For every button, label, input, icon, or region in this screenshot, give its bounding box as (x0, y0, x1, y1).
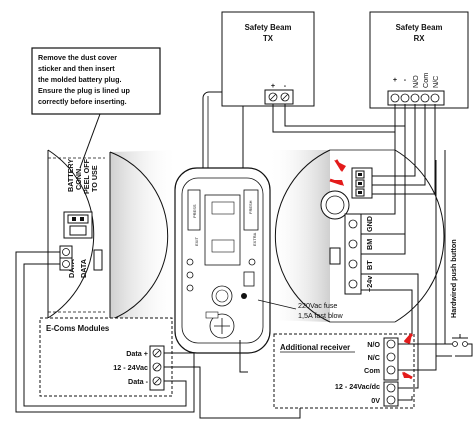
ecoms-title: E-Coms Modules (46, 324, 110, 333)
beam-terminal-block (351, 167, 373, 199)
callout-line-0: Remove the dust cover (38, 53, 117, 62)
rx-terminal-plus: + (393, 75, 397, 84)
push-button: Hardwired push button (435, 150, 473, 357)
rx-terminal-com: Com (421, 73, 430, 88)
rx-terminal-minus: - (404, 75, 407, 84)
tx-terminal-plus: + (271, 81, 275, 90)
tx-sub: TX (263, 34, 274, 43)
receiver-title: Additional receiver (280, 343, 350, 352)
left-board-view: BATTERY CONN. PEEL OFF TO USE DATA DATA (47, 149, 178, 322)
ecoms-terminal-data-plus: Data + (126, 349, 148, 358)
battery-label-3: TO USE (90, 165, 99, 192)
ecoms-modules: E-Coms Modules Data + 12 - 24Vac Data - (39, 317, 173, 397)
pcb-label-exit: EXIT (194, 237, 199, 246)
additional-receiver: Additional receiver N/O N/C Com 12 - 24V… (273, 333, 445, 409)
battery-label-2: PEEL OFF (82, 158, 91, 194)
receiver-terminal-0v: 0V (371, 396, 380, 405)
left-board-outline (47, 149, 95, 319)
receiver-terminal-12-24vacdc: 12 - 24Vac/dc (335, 382, 380, 391)
board-label-24v: +24v (365, 276, 374, 292)
right-magnify-beam (268, 150, 330, 322)
left-magnify-beam (110, 150, 178, 322)
board-label-bt: BT (365, 260, 374, 270)
rx-terminal-no: N/O (411, 75, 420, 88)
fuse-note: 220Vac fuse 1,5A fast blow (257, 299, 344, 320)
pcb-label-extra: EXTRA (252, 232, 257, 246)
capacitor (320, 190, 350, 220)
push-button-label: Hardwired push button (449, 239, 458, 318)
motor-unit: PRESS FRESH EXTRA EXIT (174, 91, 271, 373)
callout-line-3: Ensure the plug is lined up (38, 86, 130, 95)
tx-title: Safety Beam (245, 23, 292, 32)
rx-terminal-nc: N/C (431, 76, 440, 88)
tx-terminal-minus: - (284, 81, 287, 90)
pcb-label-fresh: FRESH (248, 200, 253, 214)
receiver-terminal-com: Com (364, 366, 380, 375)
side-connector (329, 247, 341, 265)
board-label-gnd: GND (365, 216, 374, 232)
install-callout: Remove the dust cover sticker and then i… (31, 47, 161, 169)
red-arrows (329, 159, 414, 380)
safety-beam-rx: Safety Beam RX + - N/O Com N/C (369, 11, 469, 109)
receiver-terminal-nc: N/C (368, 353, 380, 362)
board-label-bm: BM (365, 239, 374, 250)
safety-beam-tx: Safety Beam TX + - (221, 11, 315, 107)
data-label-1: DATA (79, 259, 88, 278)
callout-line-2: the molded battery plug. (38, 75, 121, 84)
battery-conn-label: BATTERY CONN. PEEL OFF TO USE (66, 158, 99, 194)
beam-wires (272, 104, 436, 396)
ecoms-terminal-12-24vac: 12 - 24Vac (113, 363, 148, 372)
battery-connector (63, 211, 93, 239)
ecoms-terminal-data-minus: Data - (128, 377, 149, 386)
rx-title: Safety Beam (396, 23, 443, 32)
right-board-view: GND BM BT +24v (268, 149, 445, 323)
rx-sub: RX (414, 34, 426, 43)
battery-label-0: BATTERY (66, 159, 75, 192)
fuse-line-1: 220Vac fuse (298, 301, 337, 310)
fuse-line-2: 1,5A fast blow (298, 311, 344, 320)
battery-label-1: CONN. (74, 167, 83, 190)
callout-line-1: sticker and then insert (38, 64, 115, 73)
callout-pointer (79, 113, 101, 169)
pcb-label-press: PRESS (192, 204, 197, 218)
receiver-terminal-no: N/O (367, 340, 380, 349)
right-board-terminals: GND BM BT +24v (344, 213, 374, 295)
callout-line-4: correctly before inserting. (38, 97, 127, 106)
fuse-pointer (257, 299, 297, 310)
ecoms-wires (15, 251, 301, 419)
data-terminals: DATA DATA (59, 245, 103, 278)
